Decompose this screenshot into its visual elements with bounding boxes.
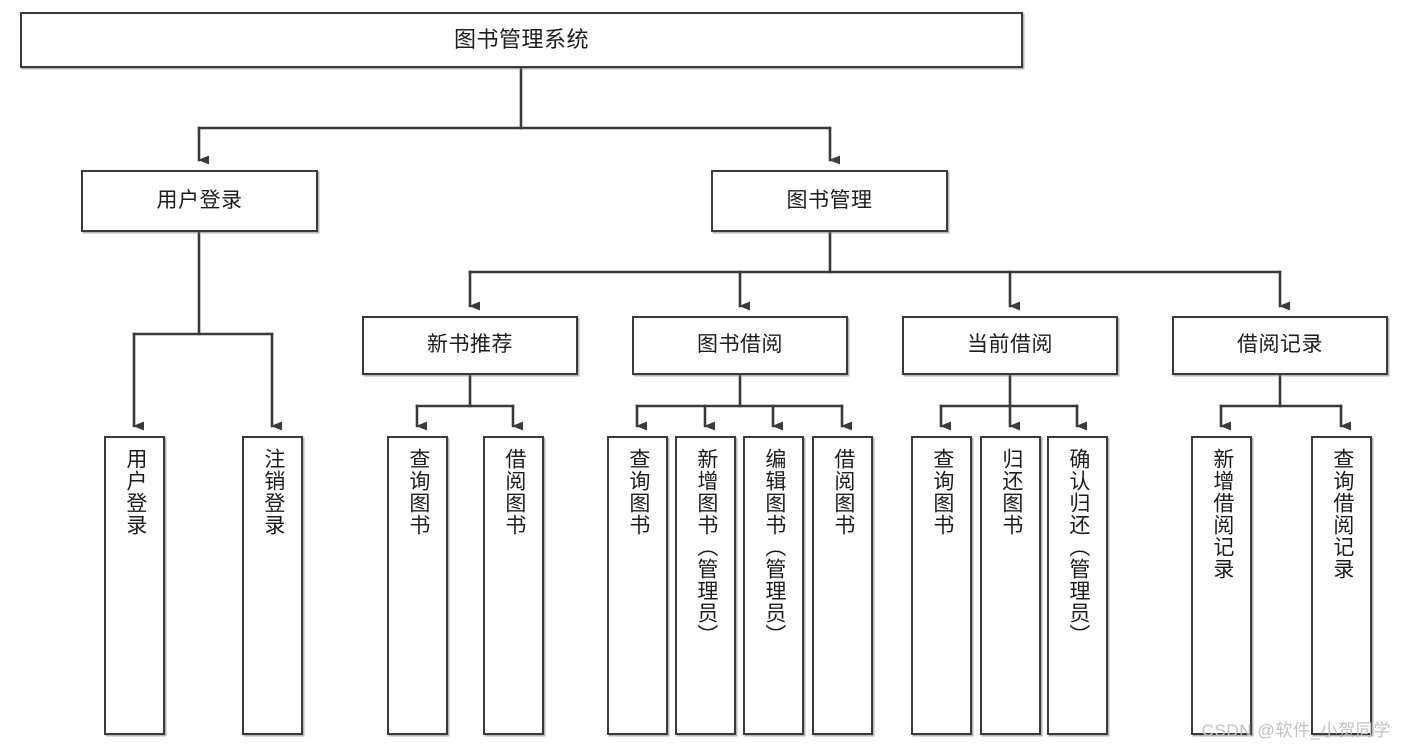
csdn-watermark: CSDN @软件_小贺同学 bbox=[1201, 721, 1391, 740]
leaf-query-books-borrowing[interactable]: 查询图书 bbox=[607, 436, 668, 735]
leaf-borrow-books-borrowing[interactable]: 借阅图书 bbox=[812, 436, 873, 735]
leaf-user-login[interactable]: 用户登录 bbox=[104, 436, 165, 735]
node-label: 借阅图书 bbox=[502, 448, 526, 536]
node-borrow-records[interactable]: 借阅记录 bbox=[1172, 316, 1388, 375]
node-current-borrowing[interactable]: 当前借阅 bbox=[902, 316, 1118, 375]
node-label: 查询图书 bbox=[626, 448, 650, 536]
leaf-add-book-admin[interactable]: 新增图书（管理员） bbox=[675, 436, 736, 735]
leaf-query-books-current[interactable]: 查询图书 bbox=[911, 436, 972, 735]
node-label: 借阅记录 bbox=[1237, 333, 1323, 357]
node-book-management[interactable]: 图书管理 bbox=[711, 170, 948, 232]
node-root-book-management-system[interactable]: 图书管理系统 bbox=[20, 12, 1023, 68]
leaf-borrow-books-recommendation[interactable]: 借阅图书 bbox=[483, 436, 544, 735]
node-user-login[interactable]: 用户登录 bbox=[81, 170, 318, 232]
node-new-book-recommendation[interactable]: 新书推荐 bbox=[362, 316, 578, 375]
node-label: 图书管理系统 bbox=[453, 27, 589, 53]
node-label: 用户登录 bbox=[156, 188, 243, 212]
node-label: 当前借阅 bbox=[967, 333, 1053, 357]
leaf-query-borrow-record[interactable]: 查询借阅记录 bbox=[1311, 436, 1372, 735]
node-label: 新增借阅记录 bbox=[1210, 448, 1234, 580]
leaf-edit-book-admin[interactable]: 编辑图书（管理员） bbox=[743, 436, 804, 735]
node-label: 查询借阅记录 bbox=[1330, 448, 1354, 580]
node-label: 查询图书 bbox=[930, 448, 954, 536]
node-label: 用户登录 bbox=[123, 448, 147, 536]
node-label: 新增图书（管理员） bbox=[694, 448, 718, 646]
leaf-confirm-return-admin[interactable]: 确认归还（管理员） bbox=[1047, 436, 1108, 735]
node-book-borrowing[interactable]: 图书借阅 bbox=[632, 316, 848, 375]
node-label: 查询图书 bbox=[406, 448, 430, 536]
node-label: 确认归还（管理员） bbox=[1066, 448, 1090, 646]
node-label: 归还图书 bbox=[999, 448, 1023, 536]
leaf-logout[interactable]: 注销登录 bbox=[242, 436, 303, 735]
node-label: 新书推荐 bbox=[427, 333, 513, 357]
node-label: 图书借阅 bbox=[697, 333, 783, 357]
node-label: 借阅图书 bbox=[831, 448, 855, 536]
leaf-add-borrow-record[interactable]: 新增借阅记录 bbox=[1191, 436, 1252, 735]
node-label: 编辑图书（管理员） bbox=[762, 448, 786, 646]
node-label: 注销登录 bbox=[261, 448, 285, 536]
node-label: 图书管理 bbox=[786, 188, 873, 212]
leaf-query-books-recommendation[interactable]: 查询图书 bbox=[387, 436, 448, 735]
leaf-return-books[interactable]: 归还图书 bbox=[980, 436, 1041, 735]
